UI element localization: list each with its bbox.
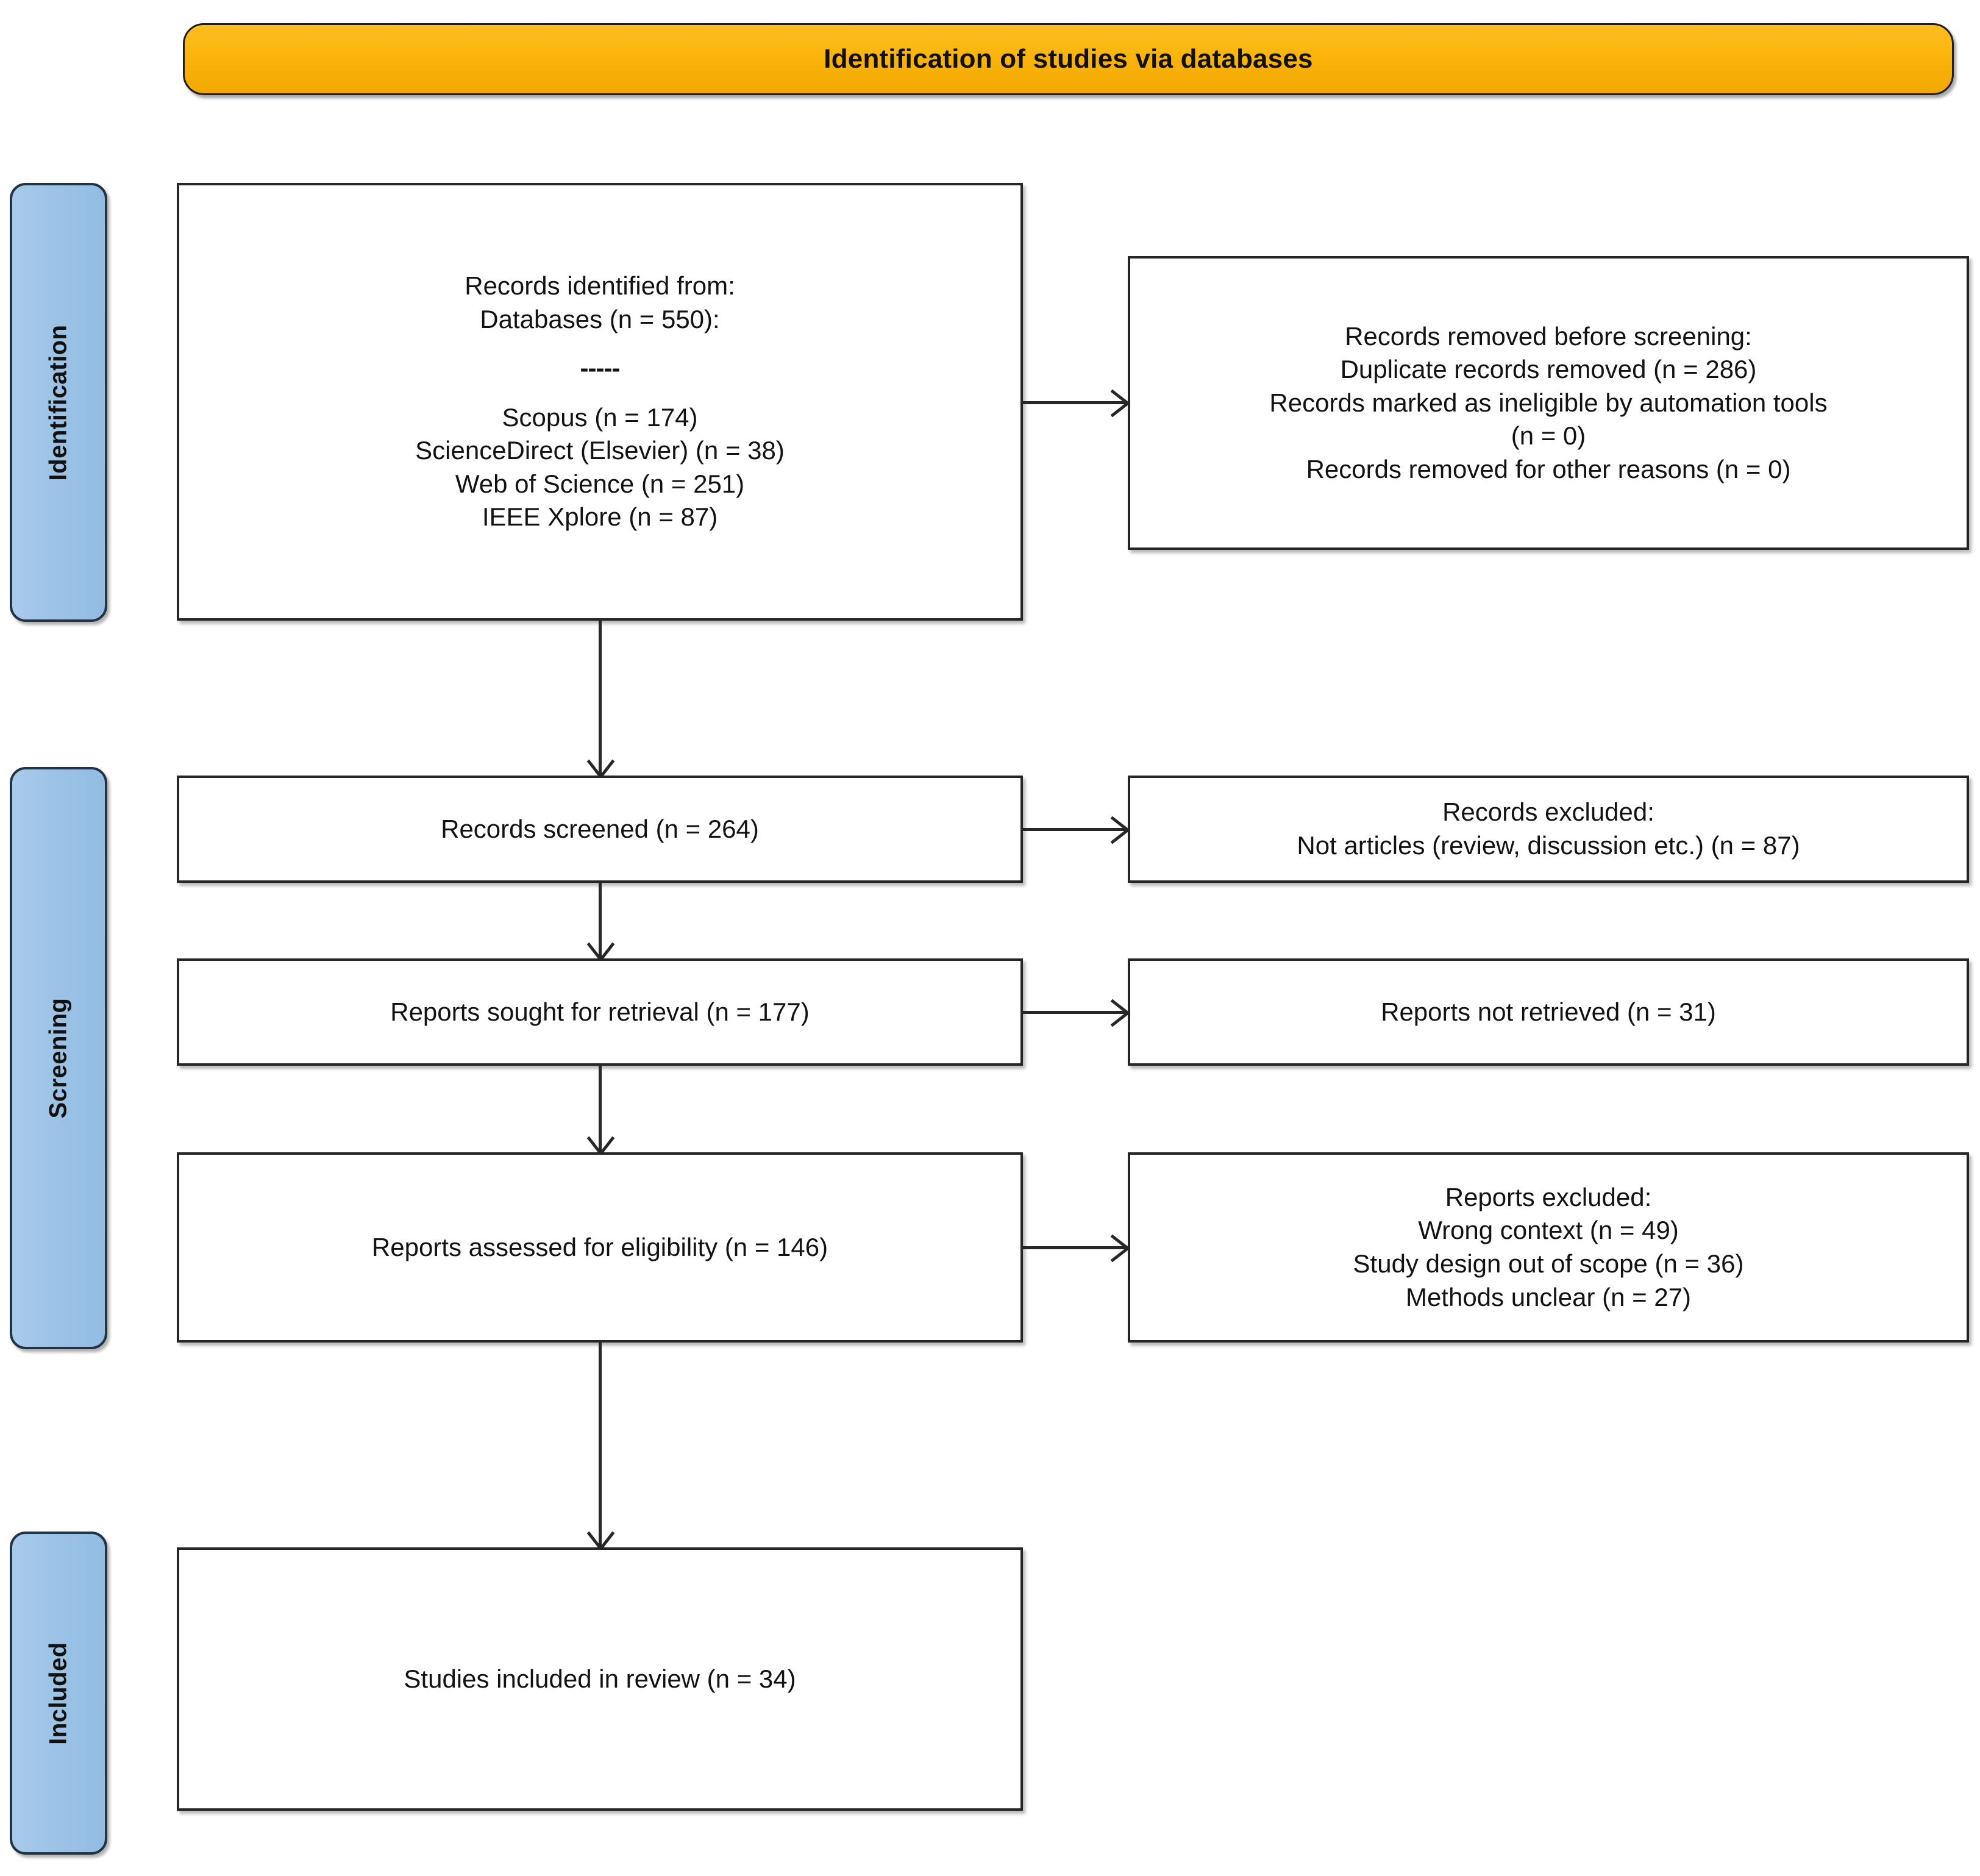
- box-line: Duplicate records removed (n = 286): [1340, 355, 1757, 384]
- connector-assessed-to-included: [599, 1343, 602, 1547]
- diagram-header-banner: Identification of studies via databases: [183, 23, 1954, 95]
- box-line: Records excluded:: [1442, 797, 1654, 827]
- box-line: Web of Science (n = 251): [455, 469, 745, 498]
- connector-sought-to-assessed: [599, 1066, 602, 1152]
- box-line: Methods unclear (n = 27): [1405, 1282, 1692, 1311]
- box-line: Records marked as ineligible by automati…: [1269, 388, 1828, 417]
- box-records-removed-before-screening: Records removed before screening: Duplic…: [1128, 256, 1969, 550]
- box-line: Records identified from:: [465, 271, 735, 300]
- connector-assessed-to-excluded: [1023, 1246, 1125, 1249]
- box-line: Studies included in review (n = 34): [404, 1664, 796, 1693]
- box-records-identified: Records identified from: Databases (n = …: [177, 183, 1023, 621]
- connector-sought-to-not-retrieved: [1023, 1011, 1125, 1014]
- box-line: ScienceDirect (Elsevier) (n = 38): [415, 436, 785, 465]
- box-line: Reports assessed for eligibility (n = 14…: [371, 1232, 828, 1261]
- box-line-separator: -----: [580, 354, 621, 383]
- stage-label-screening: Screening: [45, 997, 72, 1119]
- stage-tab-screening: Screening: [10, 767, 107, 1349]
- connector-screened-to-excluded: [1023, 828, 1125, 831]
- box-line: Study design out of scope (n = 36): [1353, 1249, 1744, 1278]
- box-reports-assessed-for-eligibility: Reports assessed for eligibility (n = 14…: [177, 1152, 1023, 1343]
- box-reports-sought-for-retrieval: Reports sought for retrieval (n = 177): [177, 958, 1023, 1066]
- stage-tab-included: Included: [10, 1532, 107, 1855]
- box-line: Wrong context (n = 49): [1418, 1216, 1679, 1245]
- box-line: Not articles (review, discussion etc.) (…: [1297, 831, 1800, 860]
- box-reports-not-retrieved: Reports not retrieved (n = 31): [1128, 958, 1969, 1066]
- box-line: Reports not retrieved (n = 31): [1381, 997, 1716, 1026]
- box-line: Records removed for other reasons (n = 0…: [1306, 454, 1791, 483]
- box-records-excluded: Records excluded: Not articles (review, …: [1128, 776, 1969, 883]
- box-reports-excluded: Reports excluded: Wrong context (n = 49)…: [1128, 1152, 1969, 1343]
- box-line: (n = 0): [1511, 421, 1586, 451]
- box-line: Records screened (n = 264): [441, 814, 759, 843]
- box-line: Records removed before screening:: [1345, 321, 1752, 351]
- stage-label-included: Included: [45, 1641, 72, 1745]
- box-records-screened: Records screened (n = 264): [177, 776, 1023, 883]
- stage-label-identification: Identification: [45, 324, 72, 480]
- connector-identified-to-removed: [1023, 401, 1125, 404]
- box-line-spacer: [193, 385, 1007, 401]
- box-studies-included-in-review: Studies included in review (n = 34): [177, 1547, 1023, 1811]
- banner-title: Identification of studies via databases: [824, 44, 1313, 74]
- box-line: Scopus (n = 174): [502, 402, 698, 432]
- box-line: Reports excluded:: [1445, 1182, 1652, 1211]
- stage-tab-identification: Identification: [10, 183, 107, 622]
- box-line-spacer: [193, 336, 1007, 352]
- connector-identified-to-screened: [599, 621, 602, 776]
- connector-screened-to-sought: [599, 883, 602, 958]
- box-line: IEEE Xplore (n = 87): [482, 502, 718, 532]
- box-line: Databases (n = 550):: [480, 304, 720, 333]
- box-line: Reports sought for retrieval (n = 177): [390, 997, 810, 1026]
